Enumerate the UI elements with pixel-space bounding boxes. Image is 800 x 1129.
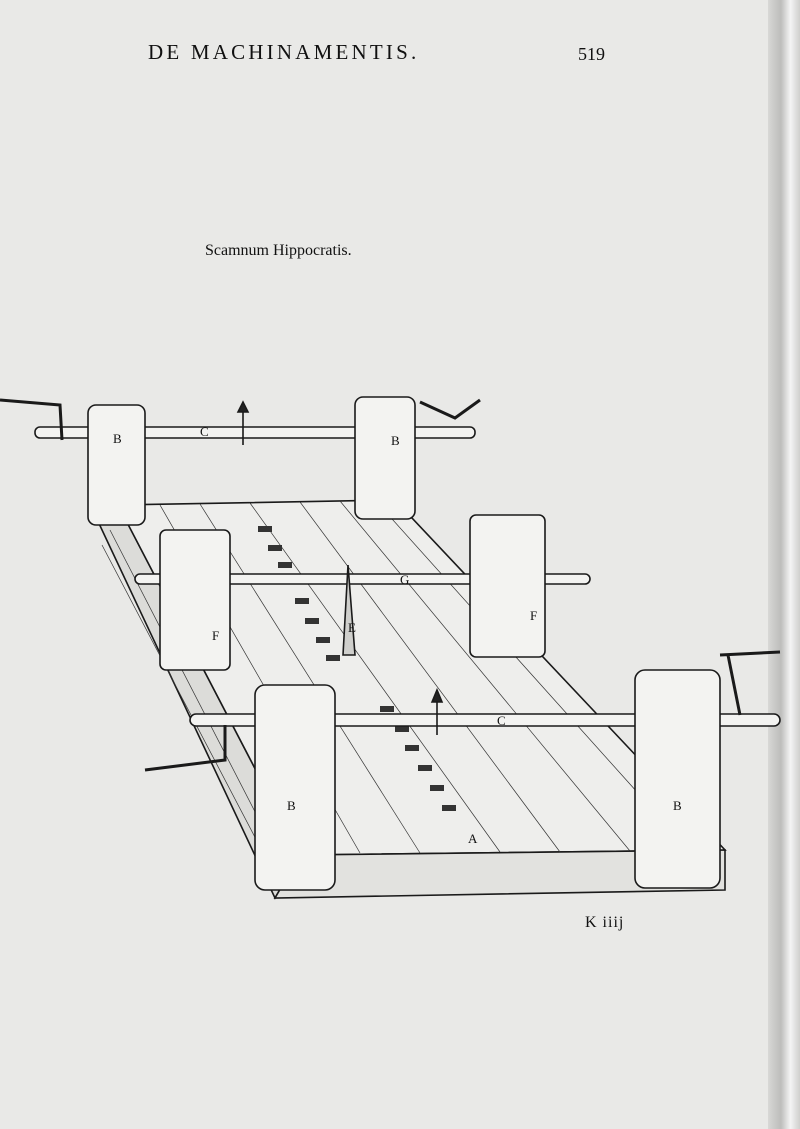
front-left-upright [254,684,336,891]
left-middle-post [159,529,231,671]
label-f: F [212,628,219,643]
front-right-upright [634,669,721,889]
label-b: B [113,431,122,446]
signature-mark: K iiij [585,914,625,931]
label-f: F [530,608,537,623]
right-middle-post [469,514,546,658]
peg-e [342,564,356,656]
label-c: C [497,713,506,728]
label-b: B [287,798,296,813]
running-head: DE MACHINAMENTIS. [148,40,420,64]
label-b: B [391,433,400,448]
ratchet-slots [258,526,456,811]
label-a: A [468,831,478,846]
label-g: G [400,572,409,587]
front-right-crank-icon [719,650,781,716]
label-b: B [673,798,682,813]
back-right-upright [354,396,416,520]
front-crank-icon [144,725,227,772]
label-e: E [348,620,356,635]
front-axle [189,713,781,727]
back-left-crank-icon [0,398,64,441]
figure-caption: Scamnum Hippocratis. [205,242,352,259]
page-gutter [768,0,800,1129]
back-left-upright [87,404,146,526]
back-right-crank-icon [419,398,481,420]
page-number: 519 [578,44,605,64]
label-c: C [200,424,209,439]
